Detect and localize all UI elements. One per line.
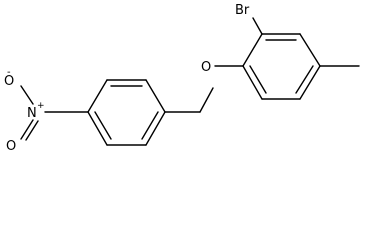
atom-labels: Br O N + O - O: [4, 3, 250, 154]
nitro-oxygen-top-label: O: [4, 74, 14, 89]
bond-ring1-c5-n: [87, 111, 108, 146]
bond-ring2-c3-c4: [299, 33, 321, 67]
nitro-group: [20, 85, 89, 141]
molecule-diagram: Br O N + O - O: [4, 3, 360, 154]
nitro-charge-minus-label: -: [7, 67, 11, 78]
nitro-nitrogen-label: N: [27, 106, 37, 121]
benzyl-ether-linker: [164, 65, 244, 113]
bond-ring1-c5-n-inner: [94, 111, 112, 140]
bond-ring1-c3-c4-inner: [141, 111, 159, 140]
nitrophenyl-ring: [87, 79, 166, 146]
bond-ring2-c4-c5: [299, 65, 321, 100]
nitro-oxygen-bottom-label: O: [6, 139, 16, 154]
bond-nitro-n-o-bottom-b: [25, 120, 39, 141]
bond-ring1-c2-c3: [145, 79, 166, 113]
bromine-label: Br: [235, 3, 250, 18]
bond-nitro-n-o-top: [20, 85, 34, 105]
bond-nitro-n-o-bottom-a: [20, 119, 34, 140]
structure-canvas: Br O N + O - O: [4, 3, 360, 154]
bond-ring2-c6-c1: [242, 65, 263, 100]
bond-ring2-c1-c2: [242, 33, 263, 67]
bond-ring2-to-bromine: [252, 17, 263, 35]
bond-ring1-c3-c4: [145, 111, 166, 146]
bond-ring2-c6-c1-inner: [249, 65, 267, 94]
ring2-substituents: [252, 17, 360, 67]
bromomethylphenyl-ring: [242, 33, 321, 100]
ether-oxygen-label: O: [201, 60, 211, 75]
nitro-charge-plus-label: +: [37, 101, 45, 111]
bond-ring1-n-c1: [87, 79, 108, 113]
bond-ch2-to-oxygen: [199, 87, 214, 113]
bond-ring2-c4-c5-inner: [295, 65, 314, 94]
